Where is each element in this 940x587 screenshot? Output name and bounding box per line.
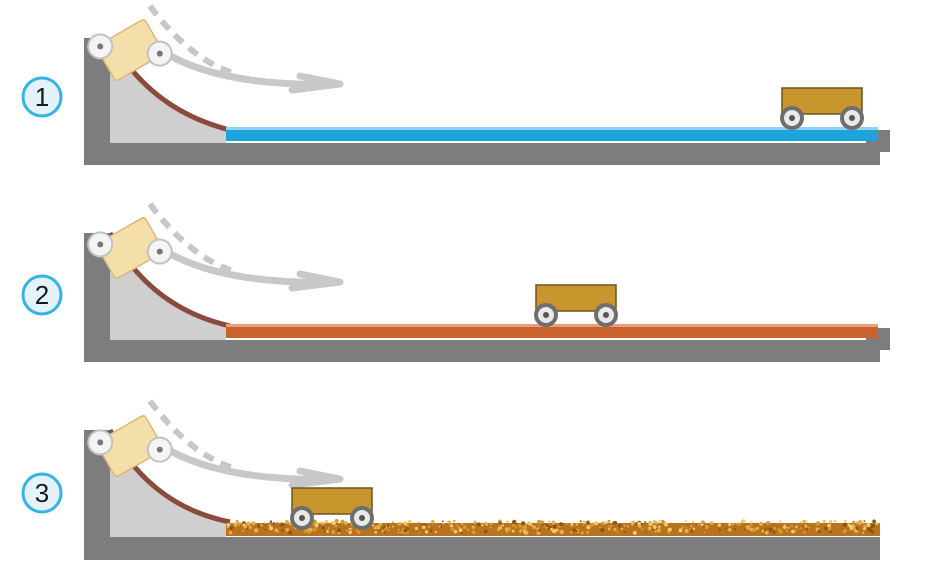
panel-1: 1 [21,6,890,165]
panel-1-ice-surface [226,128,878,141]
panel-1-motion-arrow [150,6,340,90]
panel-2-wood-surface [226,325,878,338]
panel-2-ramp-frame [84,231,890,362]
panel-1-ramp-frame [84,36,890,165]
panel-1-number-badge: 1 [21,76,63,118]
panel-3-gravel-texture [226,519,879,535]
panel-2-number-badge: 2 [21,274,63,316]
panel-2-motion-arrow [150,204,340,288]
panel-3-number-badge: 3 [21,472,63,514]
panel-3-number: 3 [35,478,49,508]
panel-2-number: 2 [35,280,49,310]
panel-1-number: 1 [35,82,49,112]
panel-2-cart [533,284,619,328]
panel-3: 3 [21,401,880,560]
panel-3-motion-arrow [150,401,340,485]
panel-1-cart [779,87,865,131]
panel-3-ramp-frame [84,428,880,560]
panel-2: 2 [21,204,890,362]
